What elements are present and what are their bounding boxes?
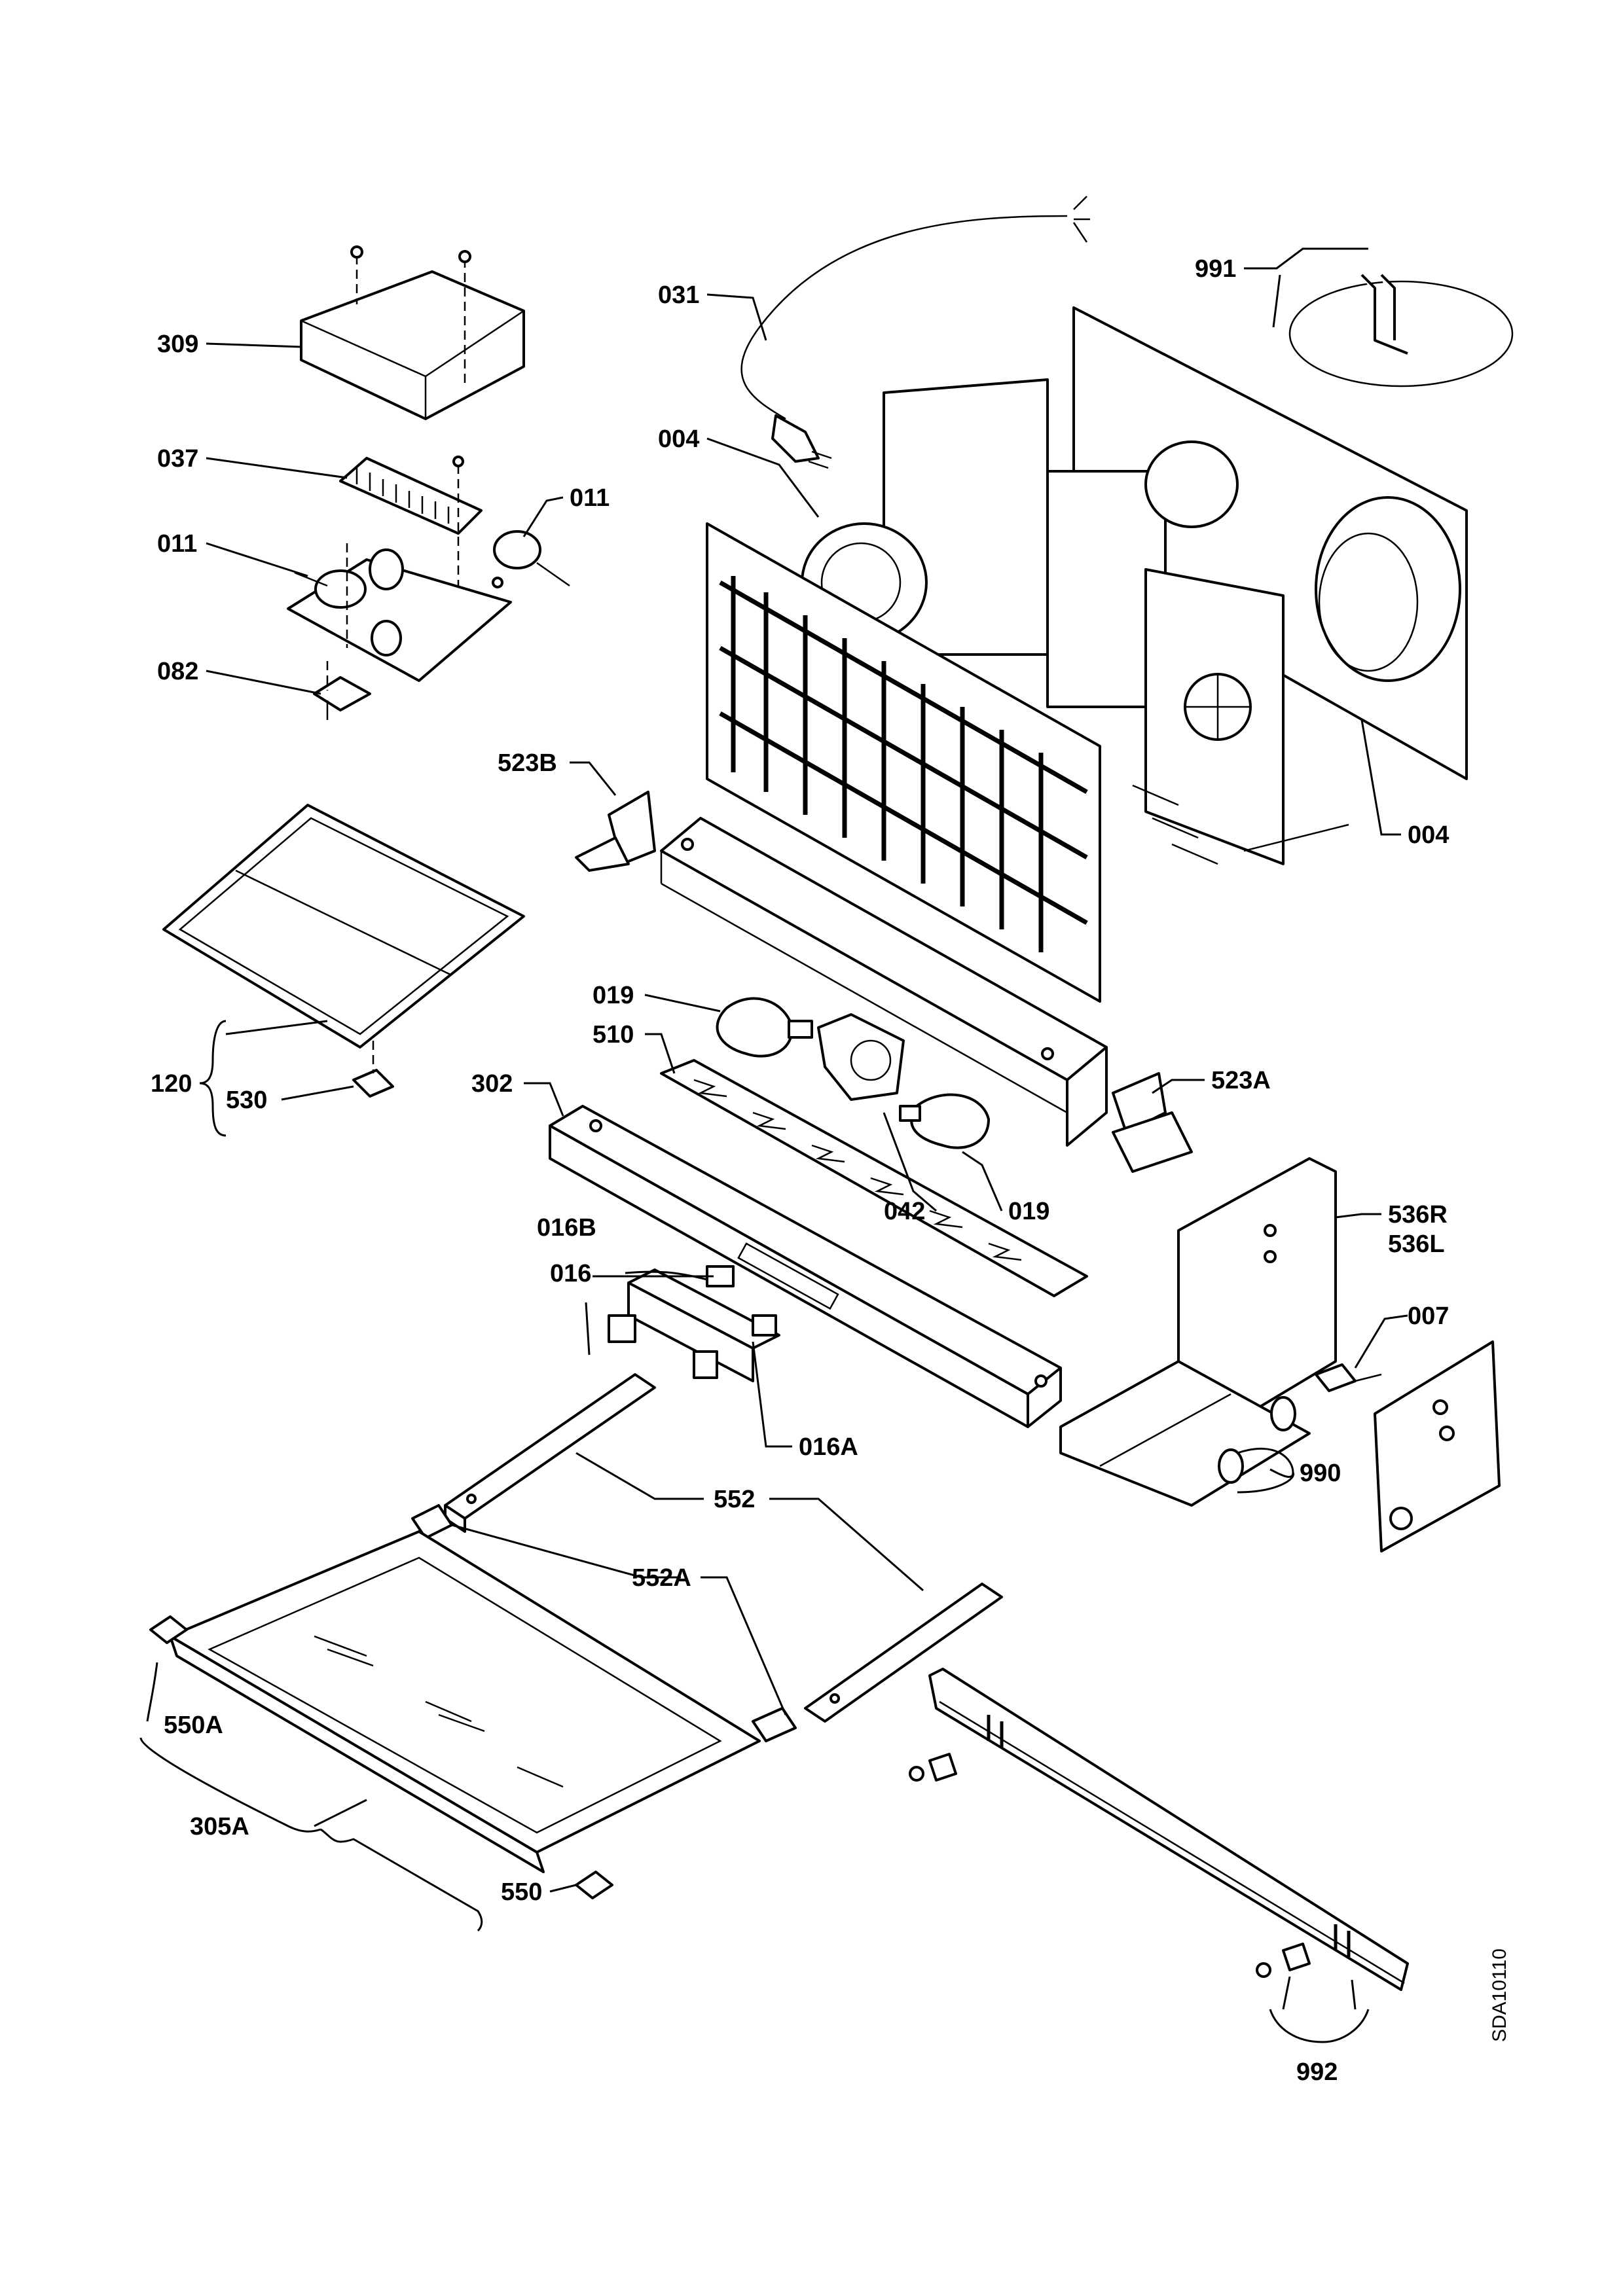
part-007-microswitch <box>1315 1363 1382 1392</box>
label-042: 042 <box>884 1198 925 1225</box>
label-536R: 536R <box>1388 1201 1448 1229</box>
part-991-bracket <box>1288 274 1514 387</box>
part-536-side-frame <box>1059 1157 1337 1507</box>
part-552-rail-upper <box>444 1373 656 1533</box>
label-552: 552 <box>714 1486 755 1513</box>
label-992: 992 <box>1296 2058 1338 2086</box>
part-front-cover-panel <box>909 1668 1409 1991</box>
label-011-right: 011 <box>570 484 610 512</box>
label-019-left: 019 <box>593 982 634 1009</box>
part-019-bulb-right <box>899 1093 990 1149</box>
label-016B: 016B <box>537 1214 596 1242</box>
label-302: 302 <box>471 1070 513 1098</box>
label-523B: 523B <box>498 749 557 777</box>
label-037: 037 <box>157 445 198 473</box>
label-004-left: 004 <box>658 425 699 453</box>
part-523B-clip <box>575 791 656 872</box>
part-031-power-cable <box>740 196 1090 469</box>
part-011-pcb-assembly <box>287 543 512 682</box>
part-550-end-cap <box>575 1871 613 1899</box>
leader-lines <box>139 247 1408 2043</box>
label-536L: 536L <box>1388 1230 1445 1258</box>
part-082-switch-knob <box>313 661 371 720</box>
part-523A-clip <box>1112 1072 1193 1173</box>
label-991: 991 <box>1195 255 1236 283</box>
label-550A: 550A <box>164 1712 223 1739</box>
part-motor-housing <box>801 306 1468 865</box>
part-042-lamp-holder <box>817 1013 905 1101</box>
part-037-terminal-block <box>339 456 483 602</box>
label-530: 530 <box>226 1086 267 1114</box>
part-120-carbon-filter <box>162 804 525 1049</box>
drawing-code: SDA10110 <box>1489 1948 1510 2042</box>
part-305A-glass-visor <box>169 1530 761 1873</box>
label-004-right: 004 <box>1408 821 1449 849</box>
part-pcb-bracket <box>1374 1340 1501 1552</box>
label-120: 120 <box>151 1070 192 1098</box>
part-011-capacitor-right <box>493 530 570 587</box>
label-016A: 016A <box>799 1433 858 1461</box>
part-510-lens <box>660 1059 1088 1297</box>
part-016-switch-assembly <box>608 1265 780 1382</box>
part-530-clip <box>352 1041 394 1098</box>
label-510: 510 <box>593 1021 634 1049</box>
part-302-fascia-panel <box>549 1105 1062 1428</box>
part-550A-end-cap <box>149 1615 188 1644</box>
label-309: 309 <box>157 331 198 358</box>
part-light-channel <box>660 817 1108 1147</box>
label-550: 550 <box>501 1878 542 1906</box>
label-523A: 523A <box>1211 1067 1271 1094</box>
part-019-bulb-left <box>716 997 813 1058</box>
label-082: 082 <box>157 658 198 685</box>
part-552-rail-lower <box>804 1583 1003 1723</box>
part-309-control-box <box>300 245 525 420</box>
part-552A-bracket-lower <box>752 1707 797 1742</box>
label-011-left: 011 <box>157 530 197 558</box>
label-305A: 305A <box>190 1813 249 1840</box>
part-grease-filter <box>706 522 1101 1003</box>
label-990: 990 <box>1300 1460 1341 1487</box>
label-007: 007 <box>1408 1302 1449 1330</box>
label-031: 031 <box>658 281 699 309</box>
part-labels: 309 037 011 011 082 031 004 004 991 523B… <box>151 255 1510 2086</box>
label-019-right: 019 <box>1008 1198 1049 1225</box>
label-552A: 552A <box>632 1564 691 1592</box>
label-016: 016 <box>550 1260 591 1287</box>
